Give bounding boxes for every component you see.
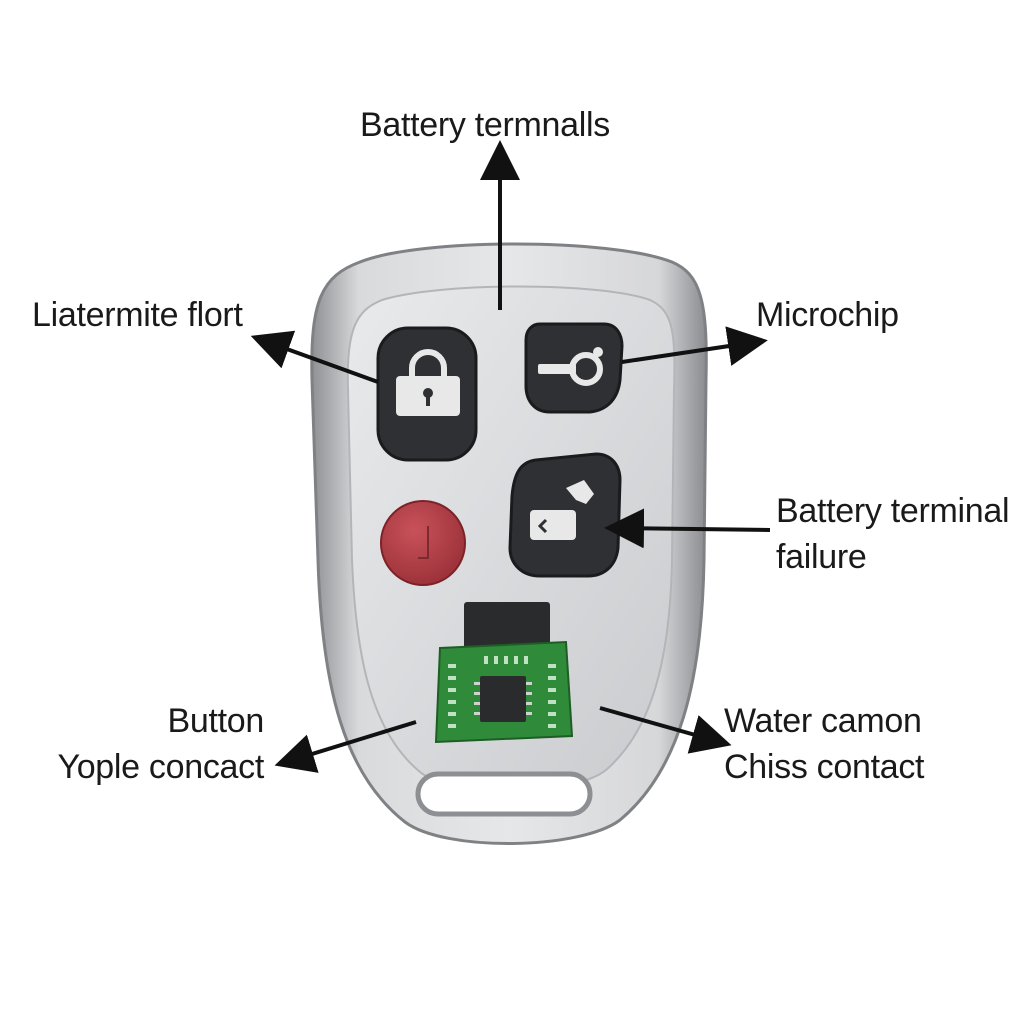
keyring-slot — [415, 771, 593, 817]
arrow-upper-left — [250, 330, 379, 384]
trunk-icon — [530, 480, 594, 540]
label-upper-right: Microchip — [756, 296, 899, 334]
label-middle-right: Battery terminal failure — [776, 492, 1010, 576]
circuit-board — [434, 602, 574, 744]
lock-button[interactable] — [376, 326, 478, 462]
label-lower-left: Button Yople concact — [57, 702, 264, 786]
label-top: Battery termnalls — [360, 106, 610, 144]
panic-button-icon — [418, 526, 429, 559]
panic-button[interactable] — [380, 500, 466, 586]
arrow-middle-right — [604, 508, 771, 549]
label-upper-left: Liatermite flort — [32, 296, 243, 334]
lock-icon — [396, 349, 460, 416]
leader-arrows — [250, 140, 771, 773]
arrow-lower-right — [599, 706, 732, 754]
microchip-icon — [474, 676, 532, 722]
unlock-button[interactable] — [524, 322, 624, 414]
label-lower-right: Water camon Chiss contact — [724, 702, 925, 786]
key-icon — [538, 347, 603, 386]
arrow-lower-left — [274, 720, 417, 773]
trunk-button[interactable] — [508, 452, 622, 578]
arrow-upper-right — [621, 326, 768, 366]
